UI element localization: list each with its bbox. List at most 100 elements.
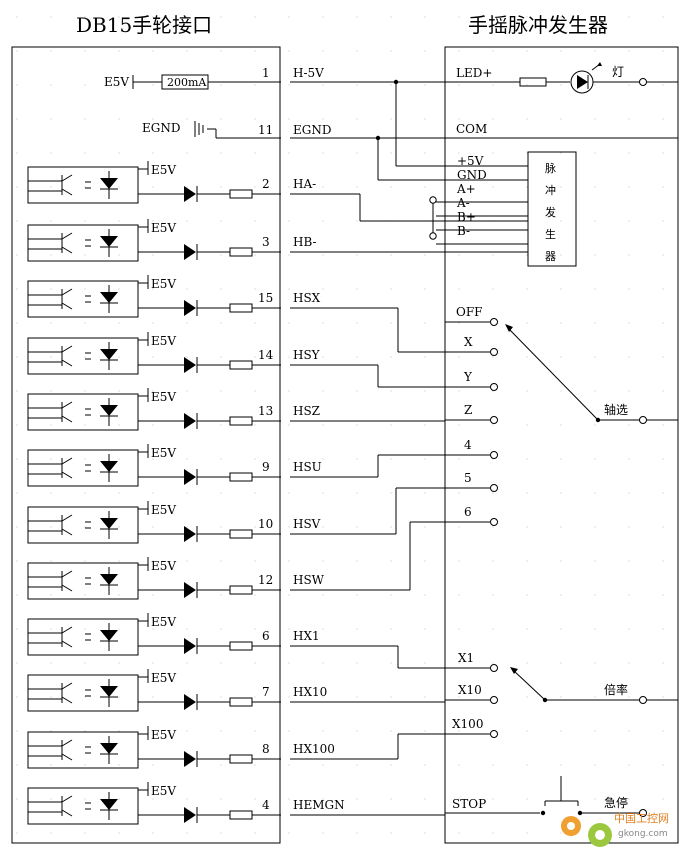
diode-icon xyxy=(184,582,196,598)
e5v-label: E5V xyxy=(151,221,176,235)
pin-label: 2 xyxy=(262,177,270,191)
switch-contact xyxy=(490,416,498,424)
signal-label: HX100 xyxy=(293,742,335,756)
signal-label: HX1 xyxy=(293,629,320,643)
diode-icon xyxy=(184,357,196,373)
switch-contact xyxy=(490,696,498,704)
rate-switch-lever: 倍率 xyxy=(510,667,678,704)
e5v-label: E5V xyxy=(151,671,176,685)
signal-label: HSY xyxy=(293,348,321,362)
power-row: E5V 200mA 1 H-5V xyxy=(104,66,445,90)
rate-position-label: X1 xyxy=(458,651,474,665)
switch-contact xyxy=(490,730,498,738)
rate-position-label: X10 xyxy=(458,683,482,697)
led-diode-icon xyxy=(577,75,588,89)
pin-label: 14 xyxy=(258,348,274,362)
optocoupler xyxy=(27,449,139,487)
switch-contact xyxy=(490,518,498,526)
pulse-gen-pin-label: B+ xyxy=(457,210,476,224)
right-title: 手摇脉冲发生器 xyxy=(468,13,608,37)
axis-position-label: 4 xyxy=(464,438,472,452)
pin-label: 3 xyxy=(262,235,270,249)
optocoupler xyxy=(27,618,139,656)
axis-position-label: 6 xyxy=(464,505,472,519)
switch-contact xyxy=(490,318,498,326)
pulse-generator-name: 发 xyxy=(545,205,556,219)
optocoupler xyxy=(27,280,139,318)
emergency-stop: STOP 急停 xyxy=(445,776,647,817)
estop-label: 急停 xyxy=(604,795,628,810)
switch-contact xyxy=(490,451,498,459)
e5v-label: E5V xyxy=(151,503,176,517)
pin-label: 9 xyxy=(262,460,270,474)
axis-position-label: OFF xyxy=(456,305,483,319)
optocoupler xyxy=(27,562,139,600)
db15-connector-frame xyxy=(11,46,281,844)
pin-label: 1 xyxy=(262,66,270,80)
signal-label: HX10 xyxy=(293,685,327,699)
optocoupler xyxy=(27,166,139,204)
e5v-label: E5V xyxy=(151,277,176,291)
diode-icon xyxy=(184,638,196,654)
e5v-label: E5V xyxy=(151,446,176,460)
pulse-generator-box xyxy=(527,151,577,267)
signal-label: HSV xyxy=(293,517,321,531)
axis-position-label: X xyxy=(464,335,473,349)
optocoupler xyxy=(27,787,139,825)
lamp-label: 灯 xyxy=(612,65,624,79)
pulse-gen-pin-label: GND xyxy=(457,168,487,182)
pin-label: 11 xyxy=(258,123,273,137)
e5v-label: E5V xyxy=(151,784,176,798)
pulse-gen-pin-label: A+ xyxy=(456,182,476,196)
switch-contact xyxy=(490,383,498,391)
optocoupler xyxy=(27,224,139,262)
axis-position-label: Z xyxy=(464,403,472,417)
rate-position-label: X100 xyxy=(452,717,483,731)
axis-position-label: Y xyxy=(463,370,473,384)
diode-icon xyxy=(184,469,196,485)
pin-label: 4 xyxy=(262,798,270,812)
axis-switch-lever: 轴选 xyxy=(505,324,678,424)
diode-icon xyxy=(184,807,196,823)
pulse-generator-name: 脉 xyxy=(545,161,556,175)
gkong-watermark: 中国工控网 gkong.com xyxy=(561,811,669,847)
signal-row-hx10: E5V 7 HX10 xyxy=(27,669,327,712)
e5v-label: E5V xyxy=(104,75,129,89)
diode-icon xyxy=(184,751,196,767)
signal-label: HSU xyxy=(293,460,322,474)
signal-label: HA- xyxy=(293,177,316,191)
switch-contact xyxy=(490,484,498,492)
e5v-label: E5V xyxy=(151,559,176,573)
pin-label: 7 xyxy=(262,685,270,699)
pulse-gen-pin-label: B- xyxy=(457,224,470,238)
e5v-label: E5V xyxy=(151,390,176,404)
axis-select-switch: OFF X Y Z 4 5 6 xyxy=(290,305,498,591)
e5v-label: E5V xyxy=(151,728,176,742)
optocoupler xyxy=(27,337,139,375)
pulse-generator-name: 冲 xyxy=(545,183,556,197)
diode-icon xyxy=(184,526,196,542)
diode-icon xyxy=(184,186,196,202)
signal-label: HSW xyxy=(293,573,325,587)
com-label: COM xyxy=(456,122,487,136)
pulse-generator-name: 器 xyxy=(545,250,556,263)
pulse-gen-pin-label: +5V xyxy=(457,154,484,168)
pulse-gen-pin-label: A- xyxy=(456,196,470,210)
signal-label: HSZ xyxy=(293,404,320,418)
optocoupler xyxy=(27,506,139,544)
diode-icon xyxy=(184,694,196,710)
fuse-label: 200mA xyxy=(167,76,207,89)
com-row: COM xyxy=(445,122,678,139)
axis-position-label: 5 xyxy=(464,471,472,485)
signal-label: HEMGN xyxy=(293,798,345,812)
signal-label: HSX xyxy=(293,291,321,305)
diode-icon xyxy=(184,413,196,429)
switch-contact xyxy=(490,348,498,356)
led-plus-label: LED+ xyxy=(456,66,492,80)
